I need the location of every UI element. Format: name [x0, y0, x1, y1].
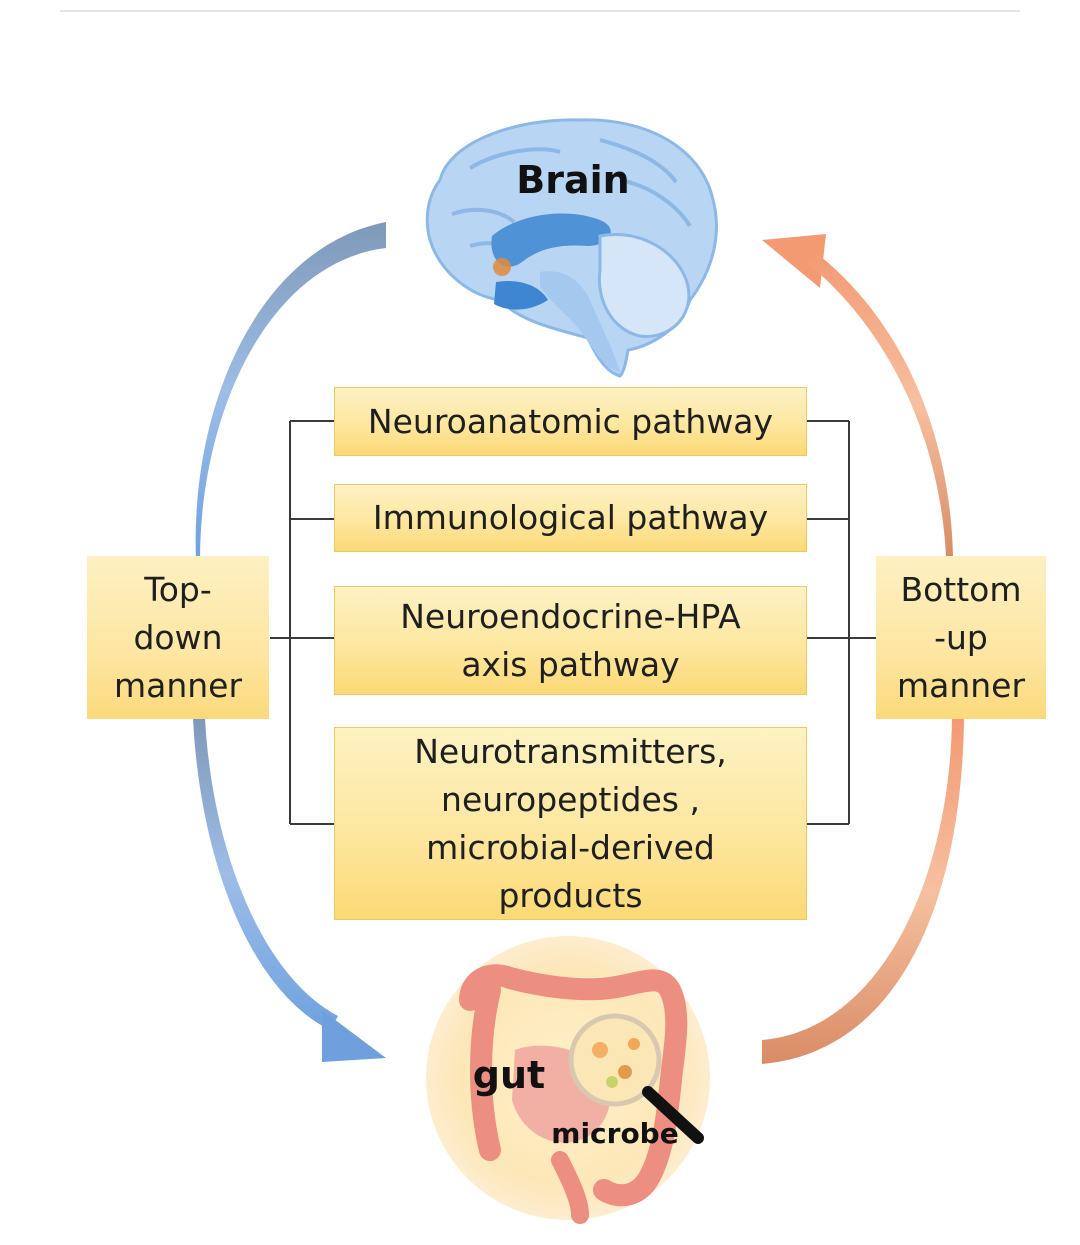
- pathway-label: Immunological pathway: [372, 498, 769, 537]
- pathway-box-immunological: Immunological pathway: [334, 484, 807, 552]
- pathway-box-neurotransmitters: Neurotransmitters, neuropeptides , micro…: [334, 727, 807, 920]
- pathway-label: Neuroanatomic pathway: [367, 401, 774, 441]
- top-divider: [60, 10, 1020, 12]
- top-down-line-1: Top-: [144, 569, 212, 609]
- top-down-arrow: [193, 222, 386, 1062]
- pathway-box-neuroanatomic: Neuroanatomic pathway: [334, 387, 807, 456]
- microbe-label: microbe: [551, 1117, 678, 1150]
- pathway-label-line-3: microbial-derived: [426, 827, 715, 867]
- top-down-line-2: down: [133, 617, 223, 657]
- left-bracket-lines: [270, 420, 334, 825]
- pathway-label-line-2: axis pathway: [461, 644, 680, 684]
- gut-label: gut: [473, 1053, 545, 1097]
- right-bracket-lines: [806, 420, 876, 825]
- bottom-up-label-box: Bottom -up manner: [876, 556, 1046, 719]
- pathway-label-line-1: Neurotransmitters,: [414, 731, 727, 771]
- bottom-up-arrow: [762, 234, 964, 1064]
- pathway-box-neuroendocrine: Neuroendocrine-HPA axis pathway: [334, 586, 807, 695]
- brain-label: Brain: [516, 158, 629, 202]
- bottom-up-line-3: manner: [896, 665, 1026, 705]
- gut-illustration: [426, 936, 710, 1224]
- pathway-label-line-1: Neuroendocrine-HPA: [400, 596, 741, 636]
- bottom-up-line-1: Bottom: [900, 569, 1022, 609]
- top-down-line-3: manner: [113, 665, 243, 705]
- bottom-up-line-2: -up: [934, 617, 988, 657]
- pathway-label-line-2: neuropeptides ,: [441, 779, 700, 819]
- top-down-label-box: Top- down manner: [87, 556, 269, 719]
- brain-illustration: [425, 118, 718, 378]
- pathway-label-line-4: products: [498, 875, 643, 915]
